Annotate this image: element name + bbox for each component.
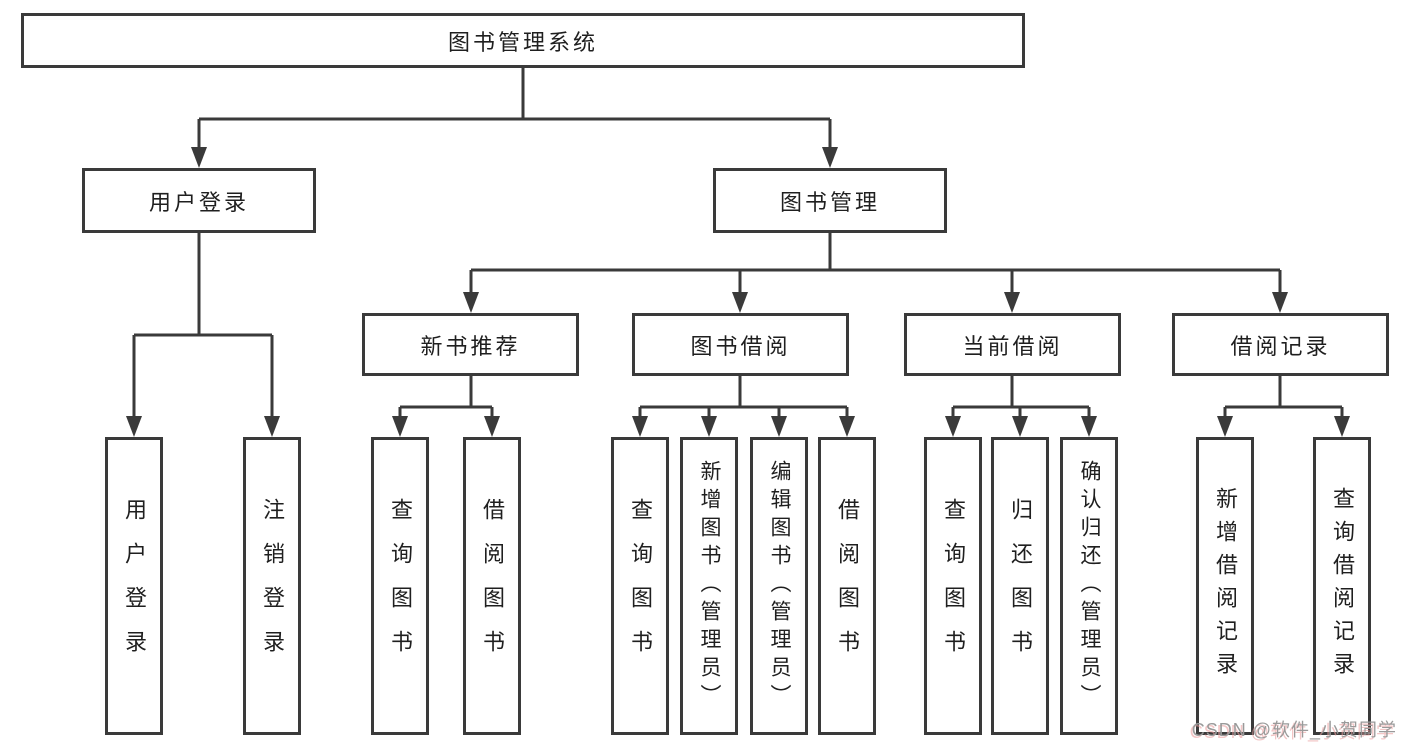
arrowhead-icon: [1004, 292, 1020, 313]
leaf-user-login: 用户登录: [105, 437, 163, 735]
arrowhead-icon: [1081, 416, 1097, 437]
node-label: 查询借阅记录: [1330, 487, 1355, 685]
node-label: 借阅记录: [1230, 333, 1331, 359]
leaf-add-books-admin: 新增图书（管理员）: [680, 437, 738, 735]
arrowhead-icon: [1012, 416, 1028, 437]
csdn-watermark: CSDN @软件_小贺同学: [1191, 720, 1397, 740]
node-label: 新书推荐: [420, 333, 521, 359]
node-library-management-system: 图书管理系统: [21, 13, 1025, 68]
arrowhead-icons: [126, 147, 1350, 437]
connector-borrow-records-to-leaves: [1223, 376, 1344, 418]
node-label: 图书管理系统: [447, 29, 598, 55]
node-label: 注销登录: [260, 498, 285, 674]
node-label: 图书管理: [779, 189, 880, 215]
arrowhead-icon: [771, 416, 787, 437]
connector-book-mgmt-to-level3: [469, 233, 1282, 294]
arrowhead-icon: [392, 416, 408, 437]
arrowhead-icon: [484, 416, 500, 437]
node-label: 当前借阅: [962, 333, 1063, 359]
leaf-borrow-books: 借阅图书: [463, 437, 521, 735]
arrowhead-icon: [732, 292, 748, 313]
leaf-query-books: 查询图书: [371, 437, 429, 735]
arrowhead-icon: [463, 292, 479, 313]
node-label: 用户登录: [148, 189, 249, 215]
leaf-query-books: 查询图书: [924, 437, 982, 735]
node-label: 图书借阅: [690, 333, 791, 359]
node-label: 查询图书: [388, 498, 413, 674]
leaf-query-borrow-record: 查询借阅记录: [1313, 437, 1371, 735]
leaf-add-borrow-record: 新增借阅记录: [1196, 437, 1254, 735]
node-label: 查询图书: [628, 498, 653, 674]
node-label: 新增图书（管理员）: [698, 460, 721, 712]
node-label: 归还图书: [1008, 498, 1033, 674]
arrowhead-icon: [191, 147, 207, 168]
connector-new-book-rec-to-leaves: [398, 376, 494, 418]
node-current-borrowing: 当前借阅: [904, 313, 1121, 376]
connector-root-to-level2: [197, 68, 832, 149]
node-label: 编辑图书（管理员）: [768, 460, 791, 712]
arrowhead-icon: [632, 416, 648, 437]
node-label: 新增借阅记录: [1213, 487, 1238, 685]
arrowhead-icon: [126, 416, 142, 437]
leaf-logout: 注销登录: [243, 437, 301, 735]
leaf-return-books: 归还图书: [991, 437, 1049, 735]
arrowhead-icon: [1272, 292, 1288, 313]
node-borrowing-records: 借阅记录: [1172, 313, 1389, 376]
arrowhead-icon: [701, 416, 717, 437]
node-label: 确认归还（管理员）: [1078, 460, 1101, 712]
node-book-borrowing: 图书借阅: [632, 313, 849, 376]
leaf-confirm-return-admin: 确认归还（管理员）: [1060, 437, 1118, 735]
connector-book-borrow-to-leaves: [638, 376, 849, 418]
arrowhead-icon: [264, 416, 280, 437]
connector-current-borrow-to-leaves: [951, 376, 1091, 418]
arrowhead-icon: [1217, 416, 1233, 437]
leaf-borrow-books: 借阅图书: [818, 437, 876, 735]
arrowhead-icon: [1334, 416, 1350, 437]
node-label: 查询图书: [941, 498, 966, 674]
arrowhead-icon: [822, 147, 838, 168]
arrowhead-icon: [945, 416, 961, 437]
leaf-edit-books-admin: 编辑图书（管理员）: [750, 437, 808, 735]
node-label: 借阅图书: [835, 498, 860, 674]
node-label: 用户登录: [122, 498, 147, 674]
node-book-management: 图书管理: [713, 168, 947, 233]
connector-user-login-to-leaves: [132, 233, 274, 418]
arrowhead-icon: [839, 416, 855, 437]
node-user-login: 用户登录: [82, 168, 316, 233]
node-label: 借阅图书: [480, 498, 505, 674]
leaf-query-books: 查询图书: [611, 437, 669, 735]
node-new-book-recommendation: 新书推荐: [362, 313, 579, 376]
